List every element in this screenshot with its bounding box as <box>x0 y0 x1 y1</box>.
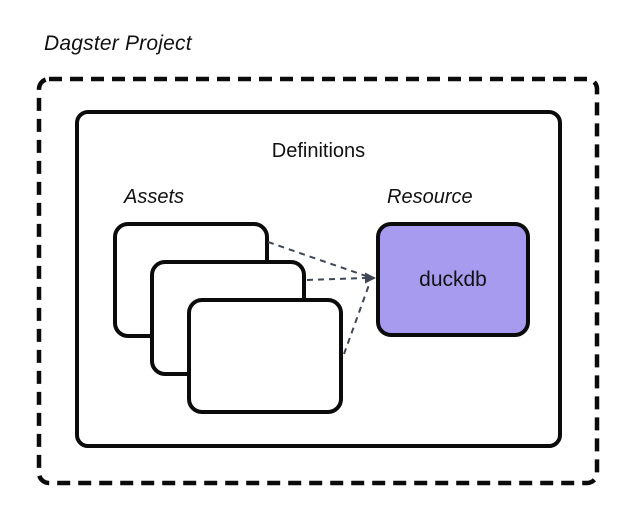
asset-card-front <box>187 298 343 414</box>
assets-group-label: Assets <box>124 186 185 208</box>
resource-name-label: duckdb <box>419 267 487 291</box>
definitions-label: Definitions <box>271 140 366 162</box>
resource-group-label: Resource <box>387 186 473 208</box>
resource-box-duckdb: duckdb <box>376 222 530 337</box>
project-title: Dagster Project <box>44 32 192 55</box>
